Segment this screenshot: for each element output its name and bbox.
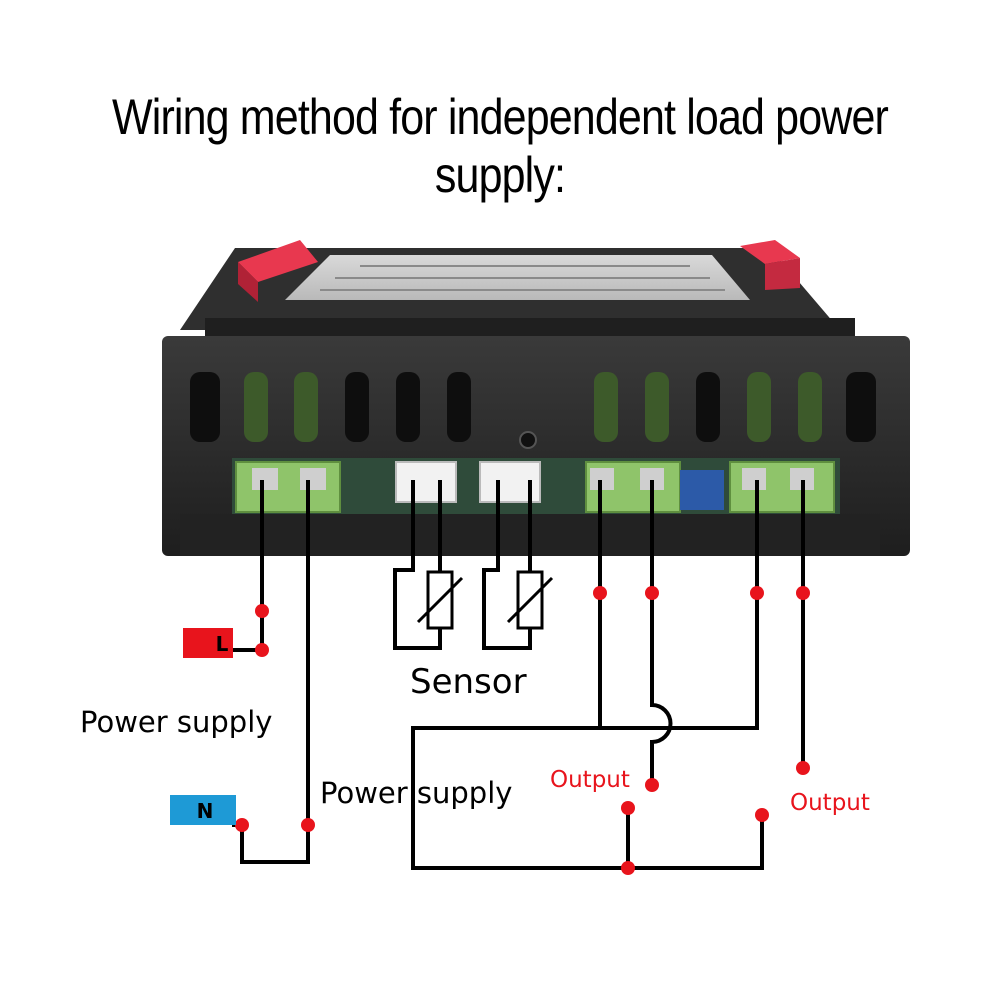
vent-slot — [696, 372, 720, 442]
n-tag-background — [170, 795, 236, 825]
sensor-2-wire — [482, 480, 532, 650]
node — [645, 586, 659, 600]
node — [796, 586, 810, 600]
sensor-label: Sensor — [410, 662, 527, 702]
vent-slot — [244, 372, 268, 442]
node — [750, 586, 764, 600]
terminal-screw — [790, 468, 814, 490]
vent-slot — [798, 372, 822, 442]
vent-slot — [747, 372, 771, 442]
diagram-title: Wiring method for independent load power… — [112, 89, 889, 203]
terminal-screw — [300, 468, 326, 490]
output-label-2: Output — [790, 790, 870, 816]
output-common-wire — [411, 480, 628, 870]
sensor-connector-1 — [395, 461, 457, 503]
vent-slot — [345, 372, 369, 442]
l-terminal-tag: L — [183, 628, 233, 658]
node — [255, 643, 269, 657]
power-supply-label-center: Power supply — [320, 776, 512, 810]
left-mounting-latch — [238, 240, 318, 302]
supply-bus-wire — [626, 808, 764, 870]
device-rim — [205, 318, 855, 340]
vent-slot — [645, 372, 669, 442]
terminal-screw — [640, 468, 664, 490]
n-terminal-tag: N — [170, 795, 236, 825]
vent-slot — [594, 372, 618, 442]
relay-blue-block — [680, 470, 724, 510]
connection-nodes — [235, 586, 810, 875]
n-tag-label: N — [197, 799, 214, 823]
output-label-1: Output — [550, 767, 630, 793]
terminal-screw — [252, 468, 278, 490]
node — [755, 808, 769, 822]
thermistor-1-arrow — [416, 576, 464, 624]
node — [621, 861, 635, 875]
vent-slot — [294, 372, 318, 442]
vent-slot — [190, 372, 220, 442]
node — [255, 604, 269, 618]
terminal-screw — [742, 468, 766, 490]
controller-device — [162, 240, 910, 556]
label-plate-text-lines — [320, 265, 725, 291]
node — [796, 761, 810, 775]
l-tag-label: L — [216, 632, 229, 656]
l-tag-background — [183, 628, 233, 658]
sensor-1-wire — [393, 480, 442, 650]
output-1-wire — [650, 480, 673, 785]
right-mounting-latch — [740, 240, 800, 290]
node — [301, 818, 315, 832]
node — [593, 586, 607, 600]
vent-slot — [447, 372, 471, 442]
node — [645, 778, 659, 792]
wires — [232, 480, 805, 870]
node — [235, 818, 249, 832]
power-supply-label-left: Power supply — [80, 705, 272, 739]
output-common-jumper — [600, 480, 759, 730]
thermistor-2-arrow — [506, 576, 554, 624]
vent-slots — [190, 372, 876, 442]
vent-slot — [846, 372, 876, 442]
center-screw — [519, 431, 537, 449]
node — [621, 801, 635, 815]
sensor-thermistors — [416, 570, 554, 630]
vent-slot — [396, 372, 420, 442]
terminal-screw — [590, 468, 614, 490]
